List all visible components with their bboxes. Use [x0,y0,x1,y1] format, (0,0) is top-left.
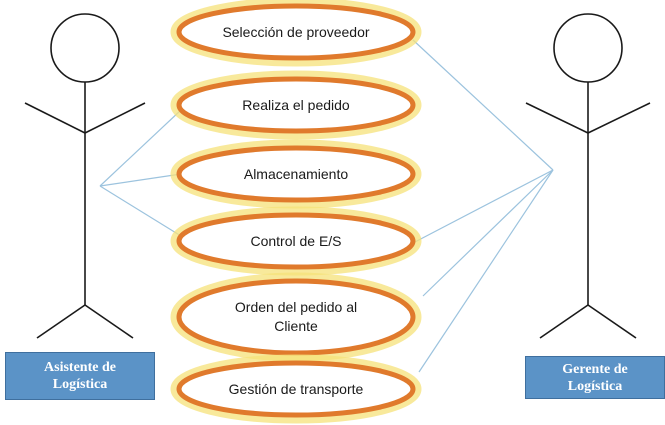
connector-line [99,185,182,237]
actor-head [553,13,623,83]
actor-right-arm [84,102,146,134]
ellipse-outline [176,76,416,134]
use-case-ellipse [170,0,422,67]
use-case-ellipse [170,354,422,424]
actor-label-line: Gerente de [562,361,628,377]
actor-right-arm [587,102,651,134]
ellipse-outline [176,212,416,270]
ellipse-glow [170,139,422,209]
actor-label-gerente: Gerente de Logística [525,356,665,399]
use-case-label: Almacenamiento [179,165,413,184]
use-case-label-line: Realiza el pedido [242,96,350,113]
connector-line [412,39,554,171]
actor-label-asistente: Asistente de Logística [5,352,155,400]
use-case-label: Orden del pedido al Cliente [179,298,413,336]
use-case-label-line: Cliente [274,318,318,334]
actor-left-arm [525,102,589,134]
connector-line [99,109,182,187]
actor-left-leg [539,304,589,339]
use-case-ellipse [170,139,422,209]
use-case-label: Control de E/S [179,232,413,251]
actor-figure-asistente [24,13,146,339]
use-case-label-line: Almacenamiento [243,165,349,182]
ellipse-outline [176,360,416,418]
ellipse-glow [170,354,422,424]
use-case-label-line: Gestión de transporte [228,380,364,397]
use-case-label: Gestión de transporte [179,380,413,399]
ellipse-outline [176,3,416,61]
actor-left-leg [36,304,86,339]
ellipse-glow [170,206,422,276]
actor-right-leg [84,304,134,339]
connector-line [99,173,182,187]
connector-lines [99,39,554,373]
actor-label-line: Asistente de [44,360,116,375]
connector-line [422,169,554,297]
actor-label-line: Logística [52,377,108,392]
ellipse-glow [170,0,422,67]
actor-figures [24,13,651,339]
use-case-label-line: Selección de proveedor [222,23,370,40]
ellipse-outline [176,145,416,203]
use-case-ellipse [170,272,422,362]
use-case-ellipse [170,70,422,140]
actor-label-line: Logística [567,378,623,394]
actor-right-leg [587,304,637,339]
use-case-label-line: Control de E/S [250,232,342,249]
use-case-label: Realiza el pedido [179,96,413,115]
actor-head [50,13,120,83]
ellipse-outline [176,278,416,356]
actor-figure-gerente [525,13,651,339]
actor-left-arm [24,102,86,134]
connector-line [412,169,554,244]
use-case-label: Selección de proveedor [179,23,413,42]
use-case-ellipses [170,0,422,424]
connector-line [418,169,554,373]
ellipse-glow [170,70,422,140]
use-case-label-line: Orden del pedido al [234,299,358,315]
use-case-ellipse [170,206,422,276]
